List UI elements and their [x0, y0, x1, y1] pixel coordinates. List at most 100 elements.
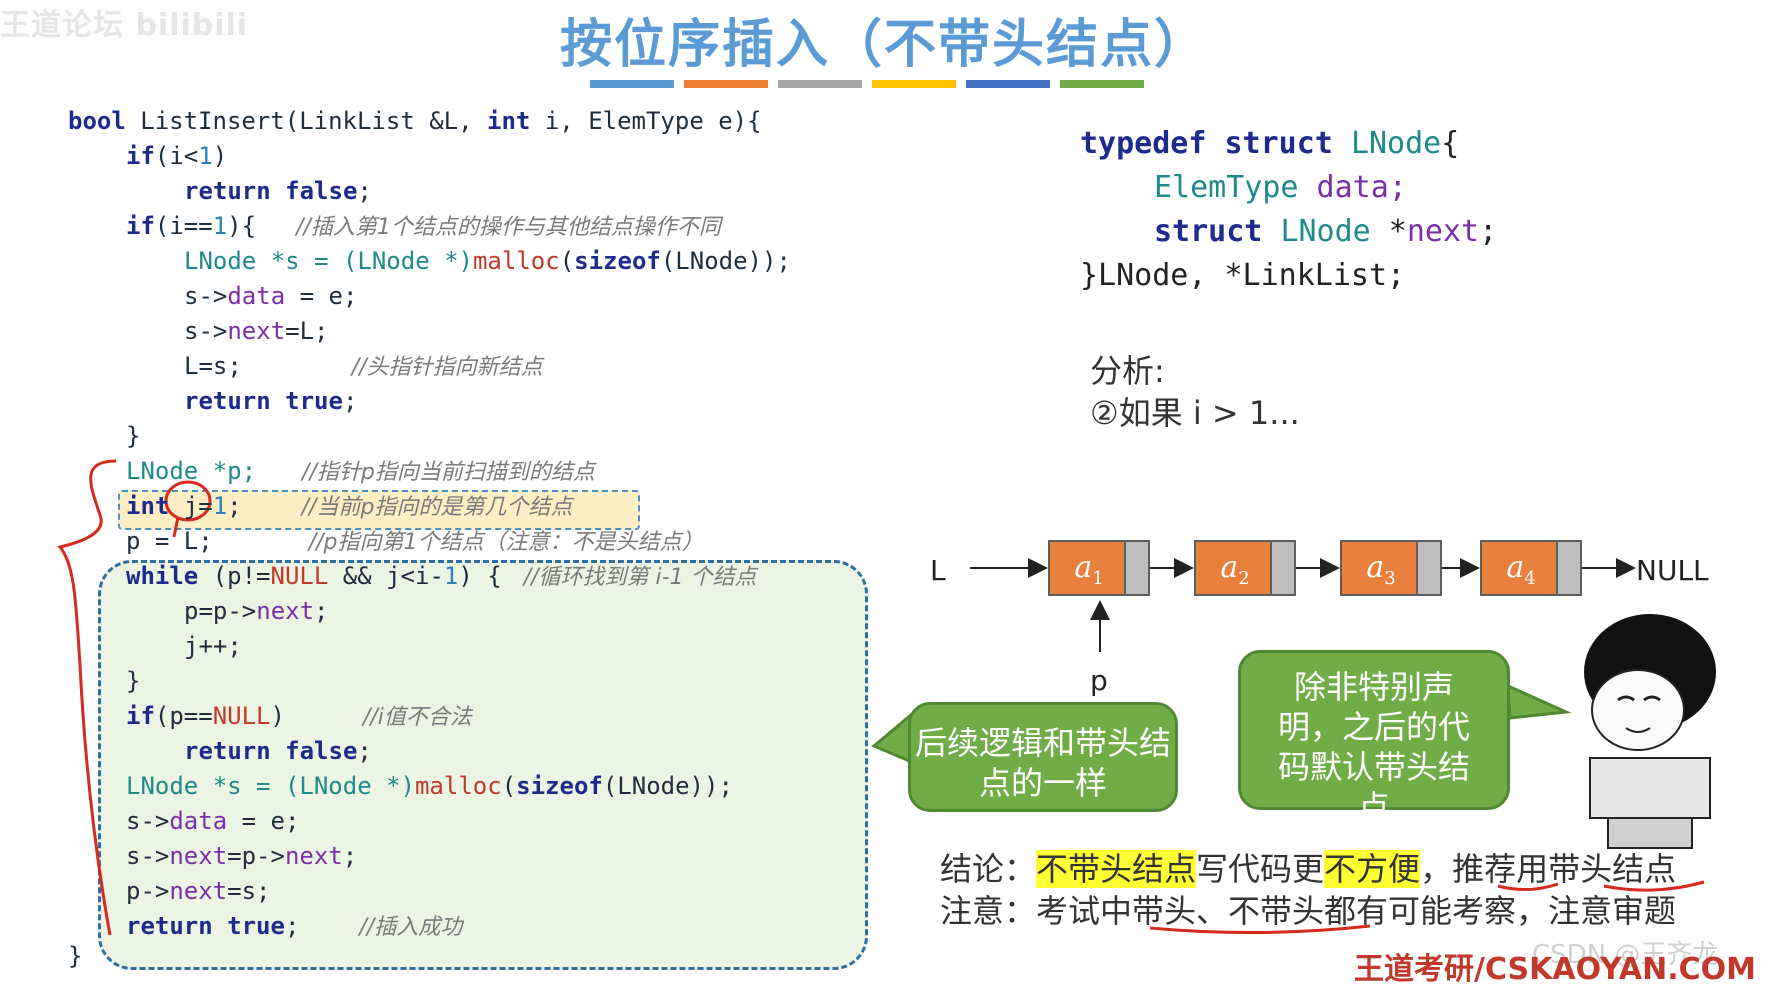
code-line: }	[126, 419, 140, 453]
code-token: LNode *p;	[126, 457, 257, 485]
code-line: if(i==1){//插入第1个结点的操作与其他结点操作不同	[126, 209, 721, 243]
code-line: if(p==NULL)//i值不合法	[126, 699, 472, 733]
code-token: i, ElemType e){	[530, 107, 762, 135]
code-token: true	[285, 387, 343, 415]
code-token: while	[126, 562, 199, 590]
code-token: next	[284, 842, 343, 870]
code-token: (p!=	[198, 562, 271, 590]
bracket-stroke	[57, 459, 117, 936]
code-token: typedef	[1080, 126, 1207, 161]
head-pointer-label: L	[930, 554, 946, 587]
code-token: struct	[1224, 126, 1333, 161]
node-pointer-field	[1556, 542, 1580, 594]
code-token: {	[1441, 126, 1460, 161]
code-token: j=	[169, 492, 213, 520]
code-line: p->next=s;	[126, 874, 271, 908]
node-name: a	[1366, 550, 1385, 585]
code-token: NULL	[212, 702, 271, 730]
code-token: }	[126, 667, 141, 695]
speech-bubble-right: 除非特别声明，之后的代码默认带头结点	[1238, 650, 1510, 826]
circle-stroke	[164, 480, 212, 522]
code-line: LNode *p;//指针p指向当前扫描到的结点	[126, 454, 595, 488]
code-line: if(i<1)	[126, 139, 227, 173]
code-token: j++;	[184, 632, 242, 660]
tick-stroke	[172, 516, 180, 538]
code-token: }LNode, *LinkList;	[1080, 258, 1406, 293]
code-token: ;	[342, 842, 358, 870]
code-token: ;	[357, 737, 372, 765]
pen-annotation	[57, 459, 212, 936]
code-token: data;	[1298, 170, 1407, 205]
code-token: }	[126, 422, 141, 450]
code-token: struct	[1154, 214, 1263, 249]
code-line: bool ListInsert(LinkList &L, int i, Elem…	[68, 104, 762, 138]
code-token: }	[68, 942, 83, 970]
underline-recommend	[1497, 882, 1559, 891]
code-token: L=s;	[184, 352, 242, 380]
bubble-tail-right	[1506, 683, 1572, 720]
code-token: LNode	[1280, 214, 1371, 249]
node-index: 4	[1524, 568, 1536, 589]
code-token: (	[559, 247, 575, 275]
code-token: =L;	[285, 317, 329, 345]
slide-title: 按位序插入（不带头结点）	[559, 15, 1208, 75]
code-line: }	[126, 664, 140, 698]
code-line: while (p!=NULL && j<i-1) {//循环找到第 i-1 个结…	[126, 559, 757, 593]
p-pointer-label: p	[1090, 664, 1108, 697]
code-token: (p==	[154, 702, 213, 730]
code-comment: //头指针指向新结点	[351, 355, 543, 380]
node-name: a	[1220, 550, 1239, 585]
highlight-no-head: 不带头结点	[1036, 850, 1197, 888]
list-node: a2	[1194, 540, 1296, 596]
conclusion-text: 带头结点	[1548, 850, 1677, 888]
code-token: (	[501, 772, 517, 800]
strip-orange	[684, 80, 768, 88]
while-loop-region	[98, 560, 868, 970]
node-pointer-field	[1124, 542, 1148, 594]
code-line: LNode *s = (LNode *)malloc(sizeof(LNode)…	[184, 244, 791, 278]
code-token: return	[126, 912, 213, 940]
code-token: ;	[342, 387, 358, 415]
code-token: data	[227, 282, 286, 310]
code-token: int	[487, 107, 531, 135]
code-token: ;	[357, 177, 372, 205]
code-token: NULL	[270, 562, 329, 590]
code-token: true	[227, 912, 285, 940]
code-token: false	[285, 737, 358, 765]
list-node: a4	[1480, 540, 1582, 596]
code-token: ;	[284, 912, 300, 940]
note-text: 带头、不带头	[1132, 892, 1325, 930]
color-strip	[590, 80, 1144, 88]
watermark-logo: 王道论坛 bilibili	[0, 8, 249, 43]
code-token: )	[270, 702, 285, 730]
node-label: a1	[1050, 542, 1128, 594]
strip-gray	[778, 80, 862, 88]
code-token: next	[169, 877, 228, 905]
node-label: a3	[1342, 542, 1420, 594]
code-token: 1	[212, 492, 228, 520]
code-token: bool	[68, 107, 126, 135]
code-token: next	[169, 842, 228, 870]
node-name: a	[1074, 550, 1093, 585]
note-text: 都有可能考察，注意审题	[1324, 892, 1677, 930]
code-token: LNode *s = (LNode *)	[126, 772, 415, 800]
code-token: data	[169, 807, 228, 835]
code-token: =s;	[227, 877, 271, 905]
conclusion-prefix: 结论：	[940, 850, 1037, 888]
code-line: p = L;//p指向第1个结点（注意：不是头结点）	[126, 524, 704, 558]
struct-definition: typedef struct LNode{ ElemType data; str…	[1080, 122, 1740, 302]
code-comment: //i值不合法	[362, 705, 472, 730]
underline-head-node	[1603, 880, 1705, 892]
code-line: int j=1;//当前p指向的是第几个结点	[126, 489, 572, 523]
code-line: s->next=p->next;	[126, 839, 357, 873]
list-node: a3	[1340, 540, 1442, 596]
code-line: p=p->next;	[184, 594, 329, 628]
node-pointer-field	[1416, 542, 1440, 594]
conclusion-line: 结论：不带头结点写代码更不方便，推荐用带头结点	[940, 844, 1676, 890]
code-token: ) {	[458, 562, 502, 590]
code-line: return false;	[184, 174, 372, 208]
code-line: struct LNode *next;	[1154, 210, 1497, 254]
node-name: a	[1506, 550, 1525, 585]
code-token: ){	[227, 212, 257, 240]
code-line: j++;	[184, 629, 242, 663]
